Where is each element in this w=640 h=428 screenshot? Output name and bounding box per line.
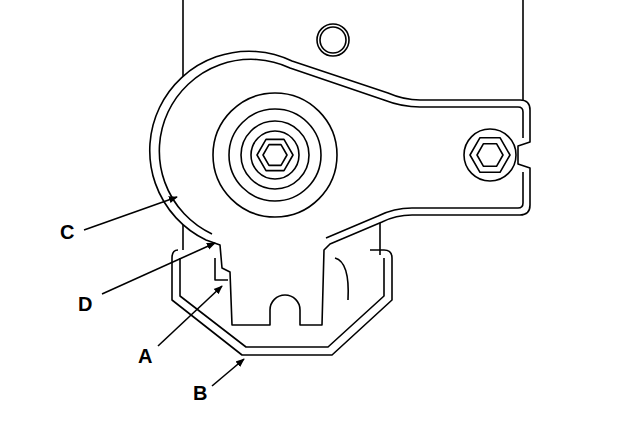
stopper-plate [150, 51, 530, 325]
bracket-edge [335, 258, 348, 300]
leader-line [212, 359, 244, 386]
frame-hole [317, 24, 349, 56]
frame-hole [320, 27, 346, 53]
washer [251, 131, 299, 179]
leader-line [102, 243, 215, 294]
washer [241, 121, 309, 189]
leader-line [84, 197, 177, 230]
bolt-head [257, 139, 293, 170]
frame-rail [522, 0, 524, 100]
bolt-head [470, 138, 510, 173]
callout-letter: B [193, 383, 207, 403]
bushing [213, 93, 337, 217]
callout-letter: A [138, 346, 152, 366]
bolt-head [477, 144, 503, 167]
callout-letter: C [60, 222, 74, 242]
callout-letter: D [78, 294, 92, 314]
bushing [229, 109, 321, 201]
bolt-head [263, 145, 287, 166]
leader-line [158, 286, 222, 346]
washer [464, 129, 516, 181]
plate-rim [326, 172, 523, 238]
